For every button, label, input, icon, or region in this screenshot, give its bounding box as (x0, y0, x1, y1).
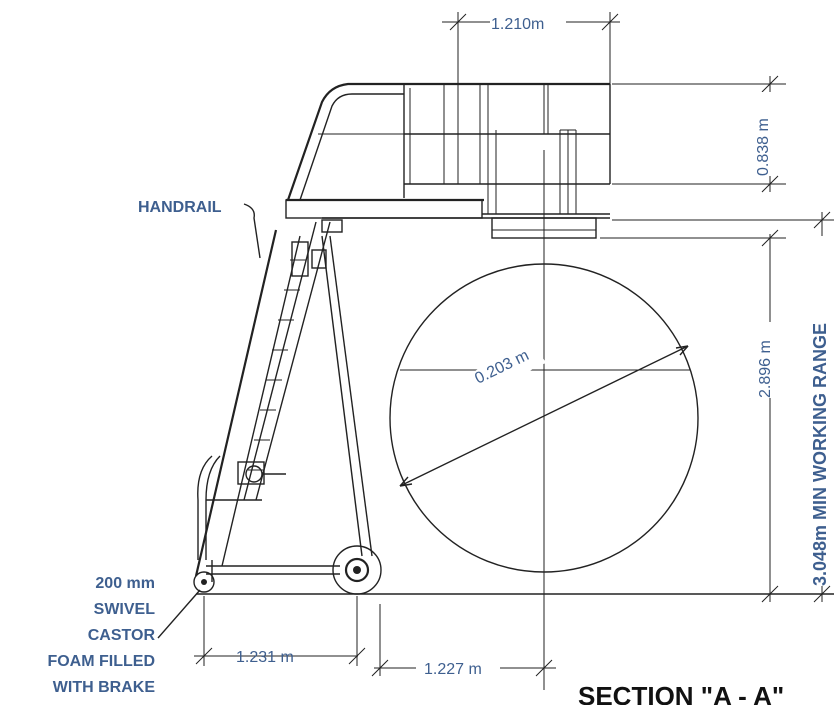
rail-height-label: 0.838 m (755, 118, 772, 176)
castor-line: SWIVEL (94, 601, 156, 618)
fuselage-circle (389, 150, 699, 690)
dim-working-range (612, 211, 834, 603)
castor-line: 200 mm (95, 575, 155, 592)
stair-ladder (194, 219, 373, 577)
guard-rail (286, 82, 611, 214)
front-castor (193, 571, 215, 593)
handrail-leader (243, 203, 261, 259)
castor-line: CASTOR (88, 627, 156, 644)
dim-height (600, 229, 786, 603)
castor-line: WITH BRAKE (53, 679, 156, 696)
top-width-label: 1.210m (491, 16, 544, 33)
castor-leader (157, 589, 201, 639)
section-title: SECTION "A - A" (578, 681, 784, 705)
castor-label: 200 mm SWIVEL CASTOR FOAM FILLED WITH BR… (47, 575, 155, 696)
castor-line: FOAM FILLED (47, 653, 155, 670)
rear-wheel (332, 545, 382, 595)
base-left-label: 1.231 m (236, 649, 294, 666)
handrail-label: HANDRAIL (138, 199, 222, 216)
height-label: 2.896 m (757, 340, 774, 398)
base-frame (196, 560, 834, 595)
working-range-label: 3.048m MIN WORKING RANGE (810, 323, 830, 586)
base-right-label: 1.227 m (424, 661, 482, 678)
